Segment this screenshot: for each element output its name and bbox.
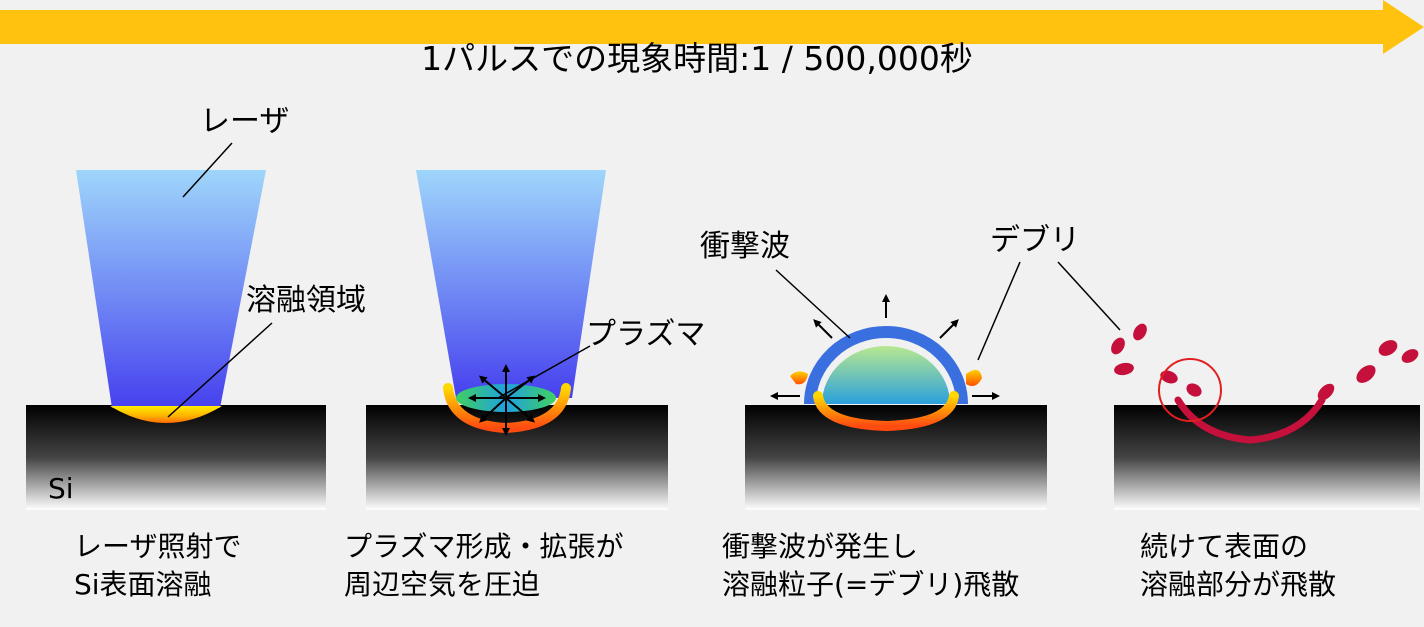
si-block-2 — [366, 405, 668, 510]
melt-leader — [167, 322, 273, 418]
late-debris-drops — [1111, 323, 1419, 401]
caption-2-line2: 周辺空気を圧迫 — [344, 568, 540, 601]
laser-label: レーザ — [200, 104, 289, 139]
debris-drop-right — [966, 369, 982, 386]
shockwave-arrows — [770, 294, 1000, 400]
shockwave-leader — [775, 269, 851, 339]
laser-beam-1 — [76, 170, 266, 408]
caption-2-line1: プラズマ形成・拡張が — [344, 530, 623, 563]
highlight-circle — [1158, 358, 1222, 422]
shockwave-front — [804, 326, 968, 405]
panel-4 — [1111, 323, 1420, 510]
plasma-label: プラズマ — [586, 317, 705, 352]
panel-3: 衝撃波 デブリ — [700, 223, 1121, 510]
captions: レーザ照射で Si表面溶融 プラズマ形成・拡張が 周辺空気を圧迫 衝撃波が発生し… — [74, 530, 1336, 601]
debris-label: デブリ — [990, 223, 1080, 258]
panel-1: レーザ 溶融領域 Si — [26, 104, 366, 510]
si-block-1 — [26, 405, 326, 510]
shockwave-label: 衝撃波 — [700, 229, 790, 264]
caption-4-line1: 続けて表面の — [1140, 530, 1308, 563]
melt-region-label: 溶融領域 — [246, 283, 366, 318]
caption-3-line1: 衝撃波が発生し — [722, 530, 918, 563]
laser-beam-2 — [416, 170, 606, 398]
debris-leader-2 — [1057, 261, 1121, 331]
caption-4-line2: 溶融部分が飛散 — [1140, 568, 1336, 601]
timeline-title: 1パルスでの現象時間:1 / 500,000秒 — [421, 39, 973, 78]
si-block-4 — [1114, 405, 1420, 510]
caption-1-line1: レーザ照射で — [74, 530, 241, 563]
caption-3-line2: 溶融粒子(=デブリ)飛散 — [722, 568, 1019, 601]
debris-leader-1 — [977, 261, 1021, 361]
melt-channel-4 — [1174, 396, 1326, 444]
plasma-dome — [822, 346, 950, 404]
timeline-arrow — [0, 0, 1424, 54]
si-label: Si — [48, 472, 74, 505]
plasma-leader — [497, 345, 591, 399]
caption-1-line2: Si表面溶融 — [74, 568, 212, 601]
melt-pool-1 — [110, 406, 222, 423]
laser-leader — [182, 142, 233, 198]
debris-drop-left — [790, 371, 808, 385]
panel-2: プラズマ — [366, 170, 705, 510]
melt-rim-3 — [813, 391, 959, 432]
